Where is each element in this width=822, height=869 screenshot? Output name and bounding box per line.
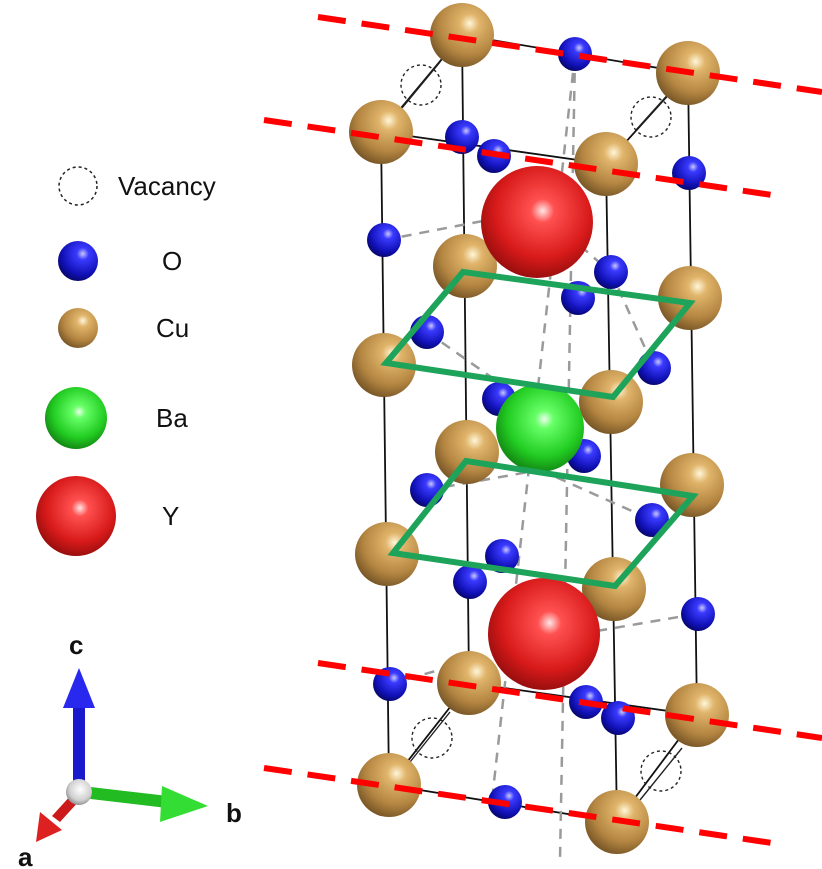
oxygen-atom <box>485 539 519 573</box>
cuo2-plane-upper <box>380 268 696 401</box>
copper-atom <box>349 100 413 164</box>
yttrium-atom <box>488 578 600 690</box>
copper-atom <box>574 132 638 196</box>
axis-origin <box>66 779 92 805</box>
vacancy-site <box>400 64 442 106</box>
copper-legend-icon <box>58 308 98 348</box>
barium-legend-icon <box>45 387 107 449</box>
oxygen-atom <box>373 667 407 701</box>
copper-atom <box>430 3 494 67</box>
oxygen-atom <box>410 473 444 507</box>
oxygen-atom <box>367 223 401 257</box>
oxygen-legend-icon <box>58 241 98 281</box>
copper-atom <box>665 683 729 747</box>
yttrium-legend-icon <box>36 476 116 556</box>
copper-atom <box>435 420 499 484</box>
copper-atom <box>660 453 724 517</box>
copper-atom <box>357 753 421 817</box>
vacancy-bond <box>635 89 673 131</box>
vacancy-site <box>411 717 453 759</box>
vacancies <box>400 64 682 792</box>
oxygen-atom <box>635 503 669 537</box>
oxygen-atom <box>594 255 628 289</box>
legend-label-barium: Ba <box>156 403 188 433</box>
dashed-bond <box>539 468 653 522</box>
a-axis-arrowhead <box>36 812 62 842</box>
vacancy-legend-icon <box>58 166 98 206</box>
cuo2-planes <box>380 268 699 590</box>
copper-atom <box>658 266 722 330</box>
oxygen-atom <box>558 37 592 71</box>
legend-label-copper: Cu <box>156 313 189 343</box>
oxygen-atom <box>681 597 715 631</box>
b-axis-arrowhead <box>160 786 208 822</box>
vacancy-site <box>630 96 672 138</box>
copper-atom <box>579 370 643 434</box>
axis-triad: c b a <box>18 630 242 869</box>
vacancy-bond <box>639 747 683 801</box>
axis-label-b: b <box>226 798 242 828</box>
legend-label-yttrium: Y <box>162 501 179 531</box>
legend: Vacancy O Cu Ba Y <box>36 166 216 556</box>
atoms-middle-layer <box>410 384 724 537</box>
cuo2-plane-lower <box>387 457 699 590</box>
vacancy-site <box>640 750 682 792</box>
oxygen-atom <box>637 351 671 385</box>
legend-label-vacancy: Vacancy <box>118 171 216 201</box>
c-axis-arrowhead <box>63 668 95 708</box>
vacancy-bond <box>401 61 441 109</box>
b-axis-shaft <box>82 786 168 808</box>
axis-label-a: a <box>18 842 33 869</box>
atoms-lower-middle <box>355 522 715 690</box>
barium-atom <box>496 384 584 472</box>
copper-atom <box>433 234 497 298</box>
legend-label-oxygen: O <box>162 246 182 276</box>
c-axis-shaft <box>73 700 85 792</box>
axis-label-c: c <box>69 630 83 660</box>
oxygen-atom <box>453 565 487 599</box>
yttrium-atom <box>481 166 593 278</box>
vacancy-bond <box>409 711 451 763</box>
